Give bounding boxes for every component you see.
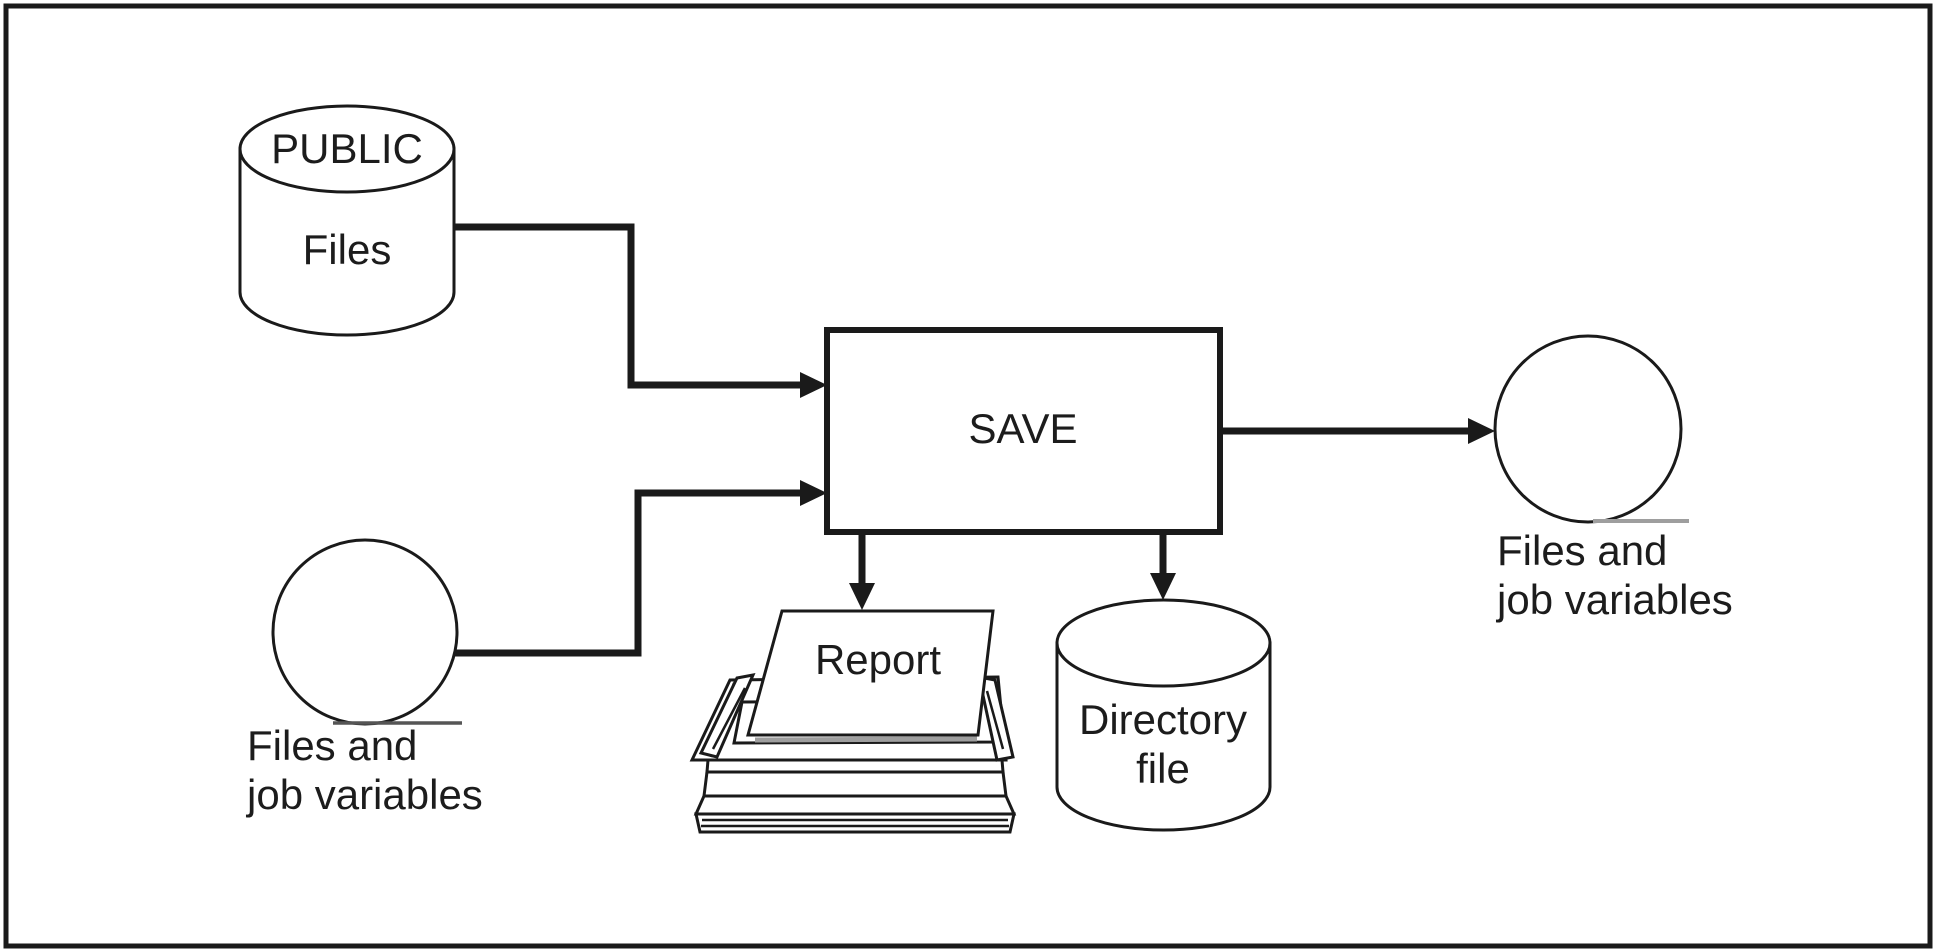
store-circle — [1493, 334, 1683, 524]
arrow-public-files-to-save — [454, 223, 827, 398]
arrow-save-to-directory-file — [1150, 532, 1176, 600]
input-files-jobvars-circle: Files and job variables — [245, 538, 483, 818]
arrow-input-store-to-save — [455, 480, 827, 657]
printer-left-wing-line — [711, 687, 747, 750]
report-label: Report — [815, 636, 941, 683]
arrow-save-to-output-store — [1220, 418, 1495, 444]
arrowhead — [1150, 573, 1176, 600]
printer-right-wing — [977, 675, 1015, 762]
cylinder-body — [238, 147, 456, 337]
arrowhead — [800, 372, 827, 398]
connector-line — [455, 489, 801, 657]
public-db-subtitle: Files — [303, 226, 392, 273]
public-db-title: PUBLIC — [271, 125, 423, 172]
directory-db-label-line1: Directory — [1079, 696, 1247, 743]
printer-base — [693, 794, 1017, 816]
paper-shadow — [754, 736, 978, 743]
save-label: SAVE — [969, 405, 1078, 452]
output-store-label-line1: Files and — [1497, 527, 1667, 574]
public-files-cylinder: PUBLIC Files — [238, 104, 456, 337]
input-store-label-line2: job variables — [245, 771, 483, 818]
process-rect — [824, 327, 1223, 535]
report-printer: Report — [689, 609, 1017, 834]
printer-bottom-lip — [694, 812, 1016, 834]
cylinder-top — [1055, 598, 1272, 688]
connector-line — [454, 223, 801, 389]
printer-front-stripe-1 — [705, 758, 1005, 774]
printer-front-stripe-2 — [702, 770, 1008, 798]
input-store-label-line1: Files and — [247, 722, 417, 769]
directory-file-cylinder: Directory file — [1055, 598, 1272, 832]
report-paper — [746, 609, 995, 737]
store-circle — [271, 538, 459, 726]
cylinder-top — [238, 104, 456, 194]
arrowhead — [800, 480, 827, 506]
arrow-save-to-report — [849, 532, 875, 610]
arrowhead — [1468, 418, 1495, 444]
save-process-box: SAVE — [824, 327, 1223, 535]
printer-right-wing-line — [985, 690, 1005, 750]
page-border — [3, 3, 1933, 949]
output-files-jobvars-circle: Files and job variables — [1493, 334, 1733, 623]
arrowhead — [849, 583, 875, 610]
output-store-label-line2: job variables — [1495, 576, 1733, 623]
cylinder-body — [1055, 641, 1272, 832]
directory-db-label-line2: file — [1136, 745, 1190, 792]
